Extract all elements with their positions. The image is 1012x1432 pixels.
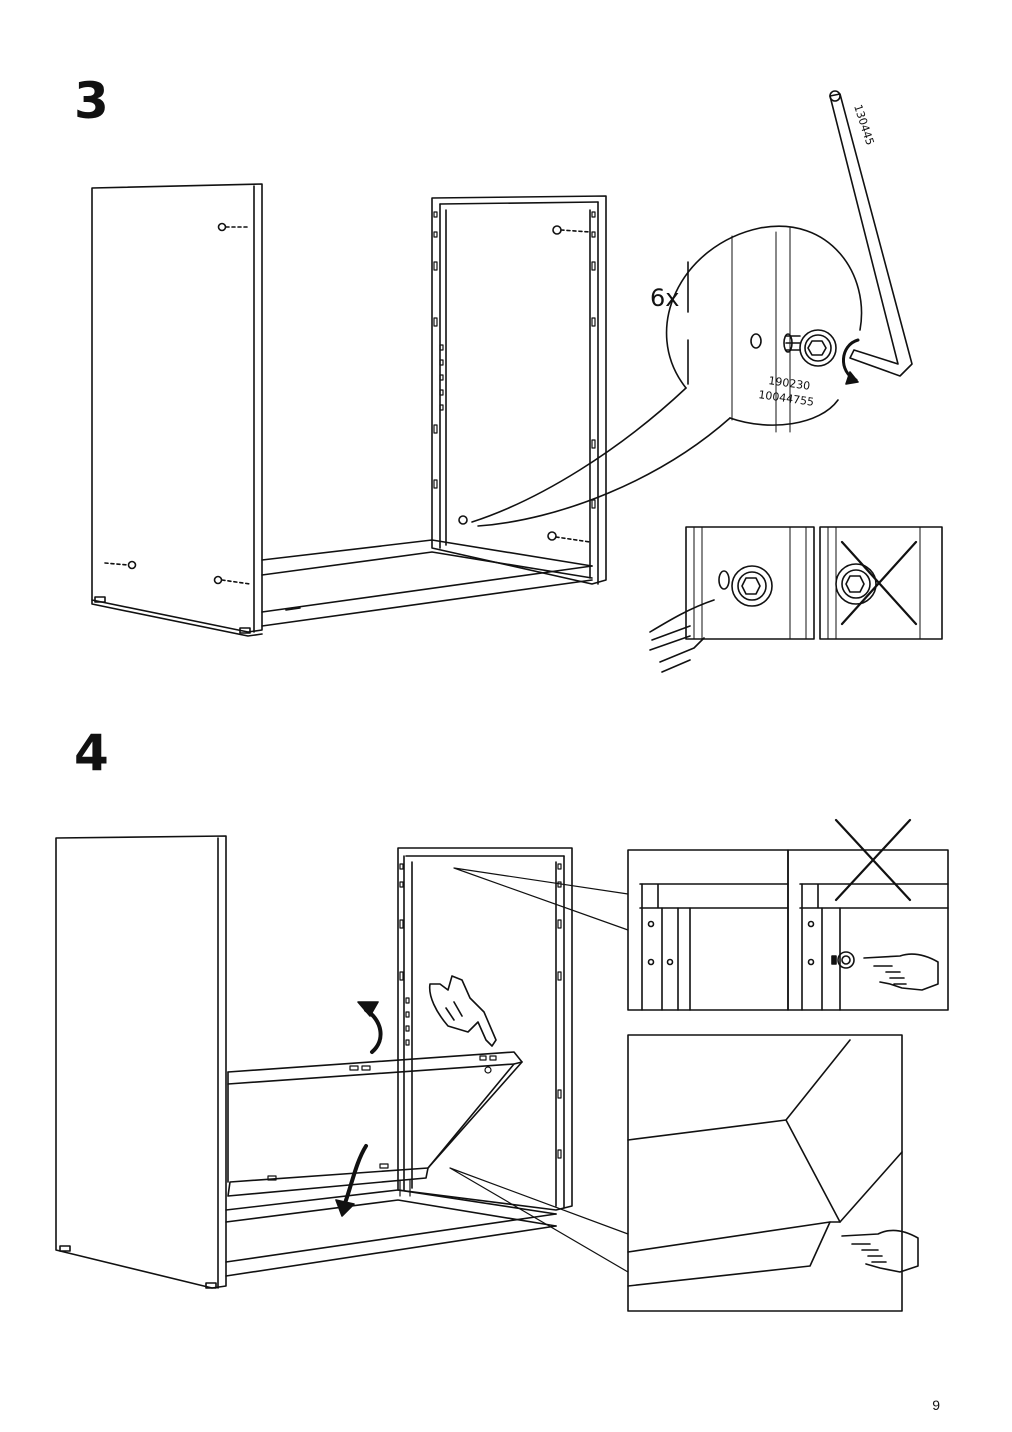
pointing-hand-icon xyxy=(649,599,715,673)
step-4-lower-detail xyxy=(627,1034,919,1312)
step-4-cabinet xyxy=(55,835,573,1289)
pointing-hand-icon xyxy=(841,1229,919,1273)
screw-part-number-1: 190230 xyxy=(768,374,811,393)
hex-key-icon: 130445 xyxy=(829,90,913,377)
step-3-number: 3 xyxy=(74,72,109,130)
page-number: 9 xyxy=(932,1397,940,1413)
quantity-label: 6x xyxy=(650,284,679,312)
rotate-arrows xyxy=(335,1001,383,1217)
hex-key-part-number: 130445 xyxy=(851,103,876,147)
cross-icon xyxy=(834,818,912,902)
step-3-detail-callout: 6x 190230 10044755 xyxy=(471,225,863,527)
pointing-hand-icon xyxy=(428,975,497,1047)
step-4-incorrect-top-detail xyxy=(787,818,949,1011)
cross-icon xyxy=(840,540,918,626)
step-4-number: 4 xyxy=(74,724,109,782)
step-3-correct-detail xyxy=(649,526,815,673)
fitting-holes-left-panel xyxy=(104,222,251,585)
pointing-hand-icon xyxy=(863,953,939,991)
step-3-cabinet xyxy=(91,183,607,637)
step-4-correct-top-detail xyxy=(627,849,789,1011)
step-3-incorrect-detail xyxy=(819,526,943,640)
